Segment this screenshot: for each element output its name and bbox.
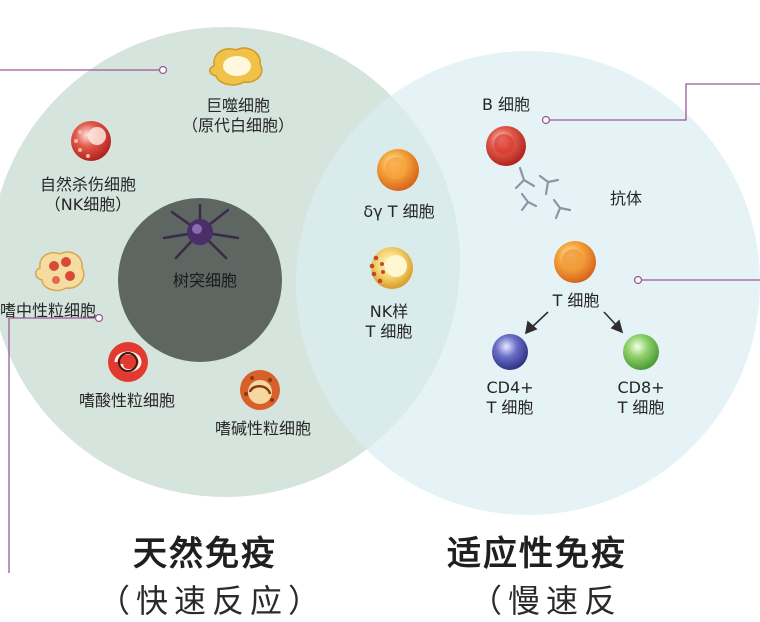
leader-line-innate-left — [8, 317, 97, 573]
neutrophil-cell-icon — [35, 251, 85, 292]
b-cell-icon — [486, 126, 526, 166]
adaptive-immunity-title: 适应性免疫 — [447, 534, 627, 574]
cd4-t-cell-icon — [492, 334, 528, 370]
innate-immunity-title: 天然免疫 — [133, 534, 277, 574]
eosinophil-cell-icon — [108, 342, 148, 382]
cd4-t-cell-label: CD4+ T 细胞 — [486, 378, 534, 417]
differentiation-arrows — [524, 311, 624, 335]
gd-t-cell-label: δγ T 细胞 — [363, 202, 435, 221]
macrophage-label: 巨噬细胞 （原代白细胞） — [181, 96, 294, 135]
cd8-t-cell-label: CD8+ T 细胞 — [617, 378, 665, 417]
nkt-cell-icon — [369, 247, 413, 289]
antibody-icon — [514, 166, 572, 220]
nk-cell-label: 自然杀伤细胞 （NK细胞） — [39, 175, 136, 214]
adaptive-circle — [296, 51, 760, 515]
cd8-t-cell-icon — [623, 334, 659, 370]
basophil-label: 嗜碱性粒细胞 — [214, 419, 311, 438]
b-cell-label: B 细胞 — [481, 95, 531, 114]
antibody-label: 抗体 — [609, 189, 642, 208]
macrophage-cell-icon — [209, 47, 263, 86]
dendritic-cell-icon — [162, 203, 240, 260]
leader-line-b-cell — [548, 83, 760, 121]
gd-t-cell-icon — [377, 149, 419, 191]
dendritic-core-circle — [118, 198, 282, 362]
eosinophil-label: 嗜酸性粒细胞 — [78, 391, 175, 410]
t-cell-icon — [554, 241, 596, 283]
dendritic-cell-label: 树突细胞 — [172, 271, 237, 290]
innate-immunity-subtitle: （快速反应） — [98, 582, 327, 620]
adaptive-immunity-subtitle: （慢速反 — [470, 582, 623, 620]
nk-cell-icon — [71, 121, 111, 161]
nkt-cell-label: NK样 T 细胞 — [365, 302, 413, 341]
leader-lines — [0, 65, 760, 573]
neutrophil-label: 嗜中性粒细胞 — [0, 301, 97, 320]
t-cell-label: T 细胞 — [552, 291, 600, 310]
basophil-cell-icon — [240, 370, 280, 410]
